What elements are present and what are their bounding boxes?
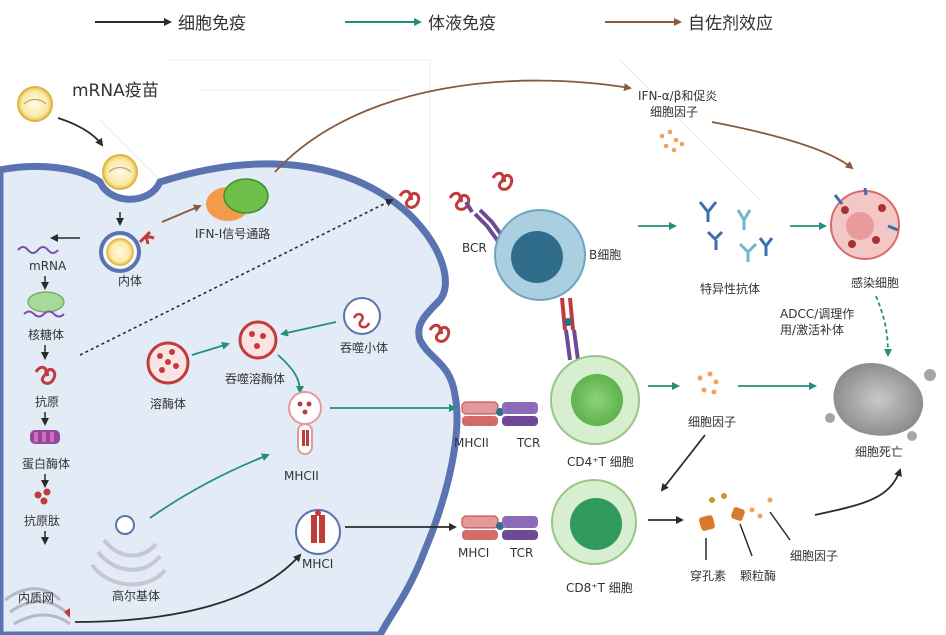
antigen-protein-icon: [34, 365, 57, 385]
peptide-label: 抗原肽: [24, 513, 60, 528]
golgi-apparatus-icon: [90, 515, 167, 587]
cytokine-dots-icon: [697, 371, 719, 395]
endoplasmic-reticulum-icon: [4, 587, 71, 626]
cell-membrane: [0, 160, 461, 635]
antigen-protein-icon: [448, 191, 471, 211]
er-label: 内质网: [18, 591, 54, 605]
endosome-label: 内体: [118, 274, 142, 288]
ifn-signaling-icon: [206, 178, 269, 221]
adjuvant-signal-arrow: [274, 79, 632, 173]
rna-sensor-icon: [138, 230, 155, 245]
ribosome-label: 核糖体: [28, 327, 64, 342]
antigen-presenting-cell: [0, 160, 461, 635]
legend: 细胞免疫 体液免疫 自佐剂效应: [95, 14, 773, 34]
cell-death-label: 细胞死亡: [855, 445, 903, 459]
cytotoxic-granules-icon: [699, 493, 773, 531]
phagolysosome-icon: [238, 320, 278, 360]
lipid-nanoparticle-icon: [102, 154, 138, 190]
phagosome-label: 吞噬小体: [340, 340, 388, 355]
dead-cell-icon: [825, 362, 936, 441]
peptide-icon: [34, 488, 51, 505]
ifn-cytokines-label-line1: IFN-α/β和促炎: [638, 89, 717, 103]
tcr-top-label: TCR: [516, 436, 540, 450]
bcell-label: B细胞: [589, 248, 621, 262]
uptake-arrow: [57, 117, 104, 147]
mhci-vesicle-icon: [295, 509, 341, 555]
lysosome-icon: [146, 341, 190, 385]
phagosome-icon: [343, 297, 381, 335]
antigen-label: 抗原: [35, 394, 59, 409]
cd4-label: CD4⁺T 细胞: [567, 455, 634, 469]
mrna-vaccine-particle: [17, 86, 53, 122]
infected-cell-icon: [830, 187, 900, 260]
lipid-nanoparticle-icon: [106, 238, 134, 266]
granzyme-label: 颗粒酶: [740, 568, 776, 583]
adcc-label-line2: 用/激活补体: [780, 323, 844, 337]
adcc-label-line1: ADCC/调理作: [780, 307, 854, 321]
legend-humoral-label: 体液免疫: [428, 14, 496, 34]
golgi-label: 高尔基体: [112, 588, 160, 603]
mhcii-tcr-apc-cd4-icon: [461, 401, 538, 426]
legend-cellular-label: 细胞免疫: [178, 14, 246, 34]
lipid-nanoparticle-icon: [17, 86, 53, 122]
ifn-pathway-label: IFN-I信号通路: [195, 226, 270, 241]
antibody-label: 特异性抗体: [700, 281, 760, 296]
mrna-strand-icon: [17, 246, 59, 254]
background-decoration: [99, 59, 761, 300]
lysosome-label: 溶酶体: [150, 396, 186, 411]
bcr-label: BCR: [462, 241, 487, 255]
mhci-vesicle-label: MHCI: [302, 557, 333, 571]
proteasome-icon: [30, 430, 60, 444]
mrna-label: mRNA: [29, 259, 67, 273]
perforin-label: 穿孔素: [690, 568, 726, 583]
cd8-t-cell-icon: [551, 479, 637, 565]
ifn-cytokines-label-line2: 细胞因子: [650, 105, 698, 119]
endosome: [99, 230, 155, 273]
ribosome-icon: [23, 291, 65, 318]
vaccine-label: mRNA疫苗: [72, 81, 159, 101]
proteasome-label: 蛋白酶体: [22, 456, 70, 471]
mhcii-vesicle-icon: [288, 391, 322, 455]
mhci-tcr-apc-cd8-icon: [461, 515, 538, 540]
mhcii-tcr-b-cd4-icon: [560, 297, 580, 361]
legend-adjuvant-label: 自佐剂效应: [688, 14, 773, 34]
cytokines-cd4-label: 细胞因子: [688, 415, 736, 429]
cytokine-dots-icon: [659, 129, 685, 153]
cytokines-cd8-label: 细胞因子: [790, 549, 838, 563]
cd8-label: CD8⁺T 细胞: [566, 581, 633, 595]
antigen-protein-icon: [428, 323, 451, 343]
antigen-protein-icon: [398, 189, 421, 209]
mhcii-vesicle-label: MHCII: [284, 469, 319, 483]
cd4-t-cell-icon: [550, 355, 640, 445]
mhcii-pair-label: MHCII: [454, 436, 489, 450]
phagolysosome-label: 吞噬溶酶体: [225, 371, 285, 386]
antigen-protein-icon: [491, 171, 514, 191]
infected-cell-label: 感染细胞: [851, 275, 899, 290]
b-cell-icon: [494, 209, 586, 301]
antigen-release-arrow: [79, 199, 394, 356]
antibody-icon: [698, 201, 774, 262]
tcr-bottom-label: TCR: [509, 546, 533, 560]
mhci-pair-label: MHCI: [458, 546, 489, 560]
